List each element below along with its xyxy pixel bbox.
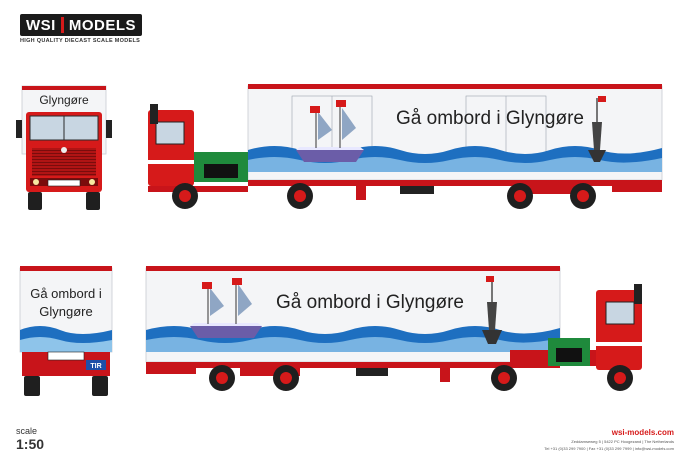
side-slogan-bottom: Gå ombord i Glyngøre [276, 292, 464, 313]
logo-models-text: MODELS [68, 16, 137, 34]
side-view-right: Gå ombord i Glyngøre [145, 266, 642, 391]
navigation-buoy-bottom [482, 276, 502, 344]
wsi-logo: WSI MODELS HIGH QUALITY DIECAST SCALE MO… [20, 14, 143, 44]
side-view-left: Gå ombord i Glyngøre [148, 84, 663, 209]
logo-box: WSI MODELS [20, 14, 143, 36]
tir-plate [86, 360, 106, 370]
tir-badge: TIR [90, 363, 101, 370]
scale-label: scale 1:50 [16, 426, 44, 452]
logo-separator [60, 17, 64, 33]
fishing-boat-top [296, 100, 364, 162]
footer-address: Zeddamseweg 5 | 5422 PC Hoogezand | The … [571, 439, 674, 444]
logo-wsi-text: WSI [26, 16, 56, 34]
rear-view: Gå ombord i Glyngøre TIR [19, 266, 113, 396]
front-trailer-text: Glyngøre [39, 93, 89, 107]
footer-url[interactable]: wsi-models.com [611, 428, 674, 437]
scale-value: 1:50 [16, 436, 45, 452]
front-plate [47, 179, 81, 187]
rear-text-line2: Glyngøre [39, 304, 92, 319]
rear-plate [47, 351, 85, 361]
navigation-buoy-top [588, 96, 606, 162]
side-slogan-top: Gå ombord i Glyngøre [396, 108, 584, 129]
scale-word: scale [16, 426, 38, 436]
footer-contact-line: Tel +31 (0)33 299 7900 | Fax +31 (0)33 2… [544, 446, 674, 451]
logo-tagline: HIGH QUALITY DIECAST SCALE MODELS [20, 38, 141, 44]
footer-contact: wsi-models.com Zeddamseweg 5 | 5422 PC H… [544, 428, 674, 451]
rear-text-line1: Gå ombord i [30, 286, 102, 301]
front-view: Glyngøre [16, 85, 112, 210]
front-emblem [61, 147, 67, 153]
fishing-boat-bottom [190, 278, 262, 338]
